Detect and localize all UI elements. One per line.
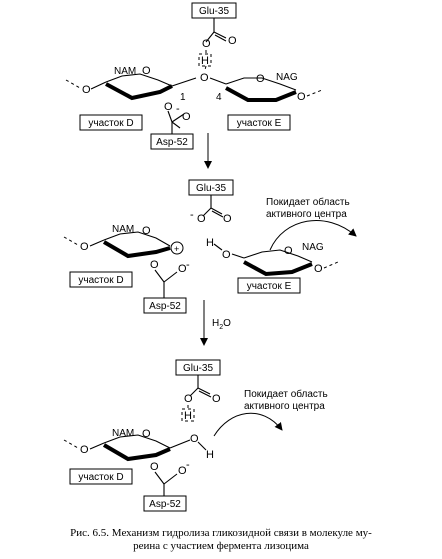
- svg-text:O: O: [284, 245, 293, 257]
- svg-text:O: O: [197, 213, 206, 225]
- svg-text:O: O: [222, 249, 231, 261]
- site-e-box-1: [227, 114, 291, 131]
- svg-text:O: O: [142, 428, 151, 440]
- svg-text:O: O: [190, 433, 199, 445]
- proton-box-3: [181, 408, 195, 422]
- proton-h-3: H: [184, 410, 192, 422]
- nam-label-1: NAM: [114, 66, 136, 77]
- site-d-box-1: [79, 114, 143, 131]
- caption-line-2: реина с участием фермента лизоцима: [133, 540, 309, 552]
- site-e-label-2: участок E: [247, 281, 292, 292]
- proton-box-1: [198, 53, 212, 67]
- leaves-text-3b: активного центра: [244, 401, 325, 412]
- nam-label-2: NAM: [112, 224, 134, 235]
- nam-label-3: NAM: [112, 428, 134, 439]
- svg-text:O: O: [182, 111, 191, 123]
- figure-caption: Рис. 6.5. Механизм гидролиза гликозидной…: [0, 527, 442, 553]
- site-d-label-3: участок D: [78, 472, 123, 483]
- svg-text:+: +: [174, 244, 179, 254]
- carbon-4-label: 4: [216, 92, 222, 103]
- nag-label-1: NAG: [276, 72, 298, 83]
- svg-text:-: -: [186, 259, 190, 271]
- lysozyme-mechanism-diagram: Glu-35 O O H O O NAM O 1 4 O NAG O: [63, 2, 357, 512]
- asp52-box-2: [143, 297, 187, 314]
- leaves-text-2a: Покидает область: [266, 196, 350, 208]
- step-1-substrate-complex: Glu-35 O O H O O NAM O 1 4 O NAG O: [65, 2, 323, 150]
- glu35-label-3: Glu-35: [183, 363, 213, 374]
- svg-text:O: O: [256, 73, 265, 85]
- svg-text:O: O: [80, 444, 89, 456]
- carbon-1-label: 1: [180, 92, 186, 103]
- glu35-label-2: Glu-35: [196, 183, 226, 194]
- svg-text:O: O: [142, 65, 151, 77]
- site-d-box-3: [69, 468, 133, 485]
- asp52-label-3: Asp-52: [149, 499, 181, 510]
- svg-text:O: O: [228, 35, 237, 47]
- svg-text:O: O: [150, 259, 159, 271]
- svg-text:O: O: [142, 225, 151, 237]
- svg-text:-: -: [186, 459, 190, 471]
- svg-text:O: O: [80, 241, 89, 253]
- svg-text:O: O: [314, 263, 323, 275]
- glu35-label-1: Glu-35: [199, 6, 229, 17]
- site-e-label-1: участок E: [237, 118, 282, 129]
- asp52-box-3: [143, 495, 187, 512]
- proton-h-1: H: [201, 55, 209, 67]
- svg-text:-: -: [176, 103, 180, 115]
- step-2-oxocarbenium: Glu-35 O - O O NAM O + участок D O O - A…: [63, 179, 357, 314]
- nag-label-2: NAG: [302, 242, 324, 253]
- asp52-label-1: Asp-52: [156, 137, 188, 148]
- svg-text:O: O: [297, 91, 306, 103]
- svg-text:O: O: [178, 263, 187, 275]
- leaves-text-3a: Покидает область: [244, 388, 328, 400]
- svg-text:O: O: [150, 461, 159, 473]
- svg-text:O: O: [212, 393, 221, 405]
- site-d-label-2: участок D: [78, 275, 123, 286]
- site-e-box-2: [237, 277, 301, 294]
- step-3-hydrolysis: Glu-35 O O H O NAM O O H участок D O O -…: [63, 359, 328, 512]
- asp52-label-2: Asp-52: [149, 301, 181, 312]
- carbocation-charge: [170, 241, 184, 255]
- caption-line-1: Рис. 6.5. Механизм гидролиза гликозидной…: [70, 527, 372, 539]
- site-d-box-2: [69, 271, 133, 288]
- glycosidic-oxygen: O: [200, 72, 209, 84]
- svg-text:H: H: [206, 237, 214, 249]
- site-d-label-1: участок D: [88, 118, 133, 129]
- leaves-text-2b: активного центра: [266, 209, 347, 220]
- svg-text:O: O: [184, 393, 193, 405]
- asp52-box-1: [150, 133, 194, 150]
- svg-text:O: O: [202, 38, 211, 50]
- svg-text:O: O: [223, 213, 232, 225]
- leaving-arrow-2: [269, 220, 357, 251]
- svg-text:-: -: [190, 209, 194, 221]
- svg-text:H: H: [206, 449, 214, 461]
- svg-text:O: O: [178, 465, 187, 477]
- svg-text:O: O: [164, 101, 173, 113]
- water-label: H2O: [212, 318, 231, 331]
- svg-text:O: O: [82, 84, 91, 96]
- leaving-arrow-3: [213, 412, 283, 437]
